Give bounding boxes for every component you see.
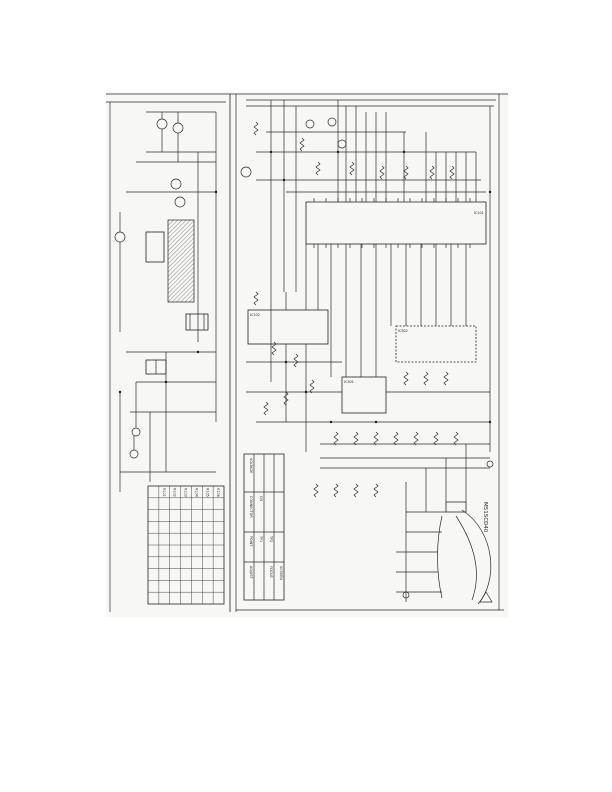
junction-dot xyxy=(118,390,122,394)
resistor-symbol xyxy=(353,431,359,446)
resistor-symbol xyxy=(315,161,321,176)
hatched-block xyxy=(167,219,195,303)
junction-dot xyxy=(282,178,286,182)
parts-table: R101 R102 R103 R104 R105 R106 xyxy=(147,485,225,605)
resistor-symbol xyxy=(313,483,319,498)
resistor-symbol xyxy=(379,165,385,180)
junction-dot xyxy=(196,350,200,354)
vt-header-1: CONNECTOR xyxy=(249,496,253,518)
parts-table-header: R102 xyxy=(173,488,177,497)
ic-label-2: IC102 xyxy=(250,313,260,317)
vt-r1c2: TP1 xyxy=(259,535,263,542)
resistor-symbol xyxy=(373,431,379,446)
resistor-symbol xyxy=(309,379,315,394)
resistor-symbol xyxy=(283,391,289,406)
ic-left xyxy=(247,309,329,345)
junction-dot xyxy=(488,420,492,424)
parts-table-header: R106 xyxy=(216,488,220,497)
resistor-symbol xyxy=(433,431,439,446)
junction-dot xyxy=(488,190,492,194)
parts-table-header: R101 xyxy=(162,488,166,497)
resistor-symbol xyxy=(453,431,459,446)
parts-table-header: R105 xyxy=(205,488,209,497)
resistor-symbol xyxy=(253,291,259,306)
resistor-symbol xyxy=(423,371,429,386)
left-panel-circuit: R101 R102 R103 R104 R105 R106 xyxy=(114,111,225,605)
junction-dot xyxy=(402,150,406,154)
crt-socket: M51SCD40 xyxy=(396,444,493,605)
vt-r3c3: SCREEN xyxy=(279,566,283,580)
ic-label-4: IC302 xyxy=(398,329,408,333)
ic-label-3: IC301 xyxy=(344,380,354,384)
resistor-symbol xyxy=(373,483,379,498)
vt-header-4: VOLTAGE xyxy=(249,458,253,473)
resistor-symbol xyxy=(429,165,435,180)
resistor-symbol xyxy=(299,137,305,152)
junction-dot xyxy=(164,380,168,384)
junction-dot xyxy=(374,420,378,424)
parts-table-header: R103 xyxy=(184,488,188,497)
resistor-symbol xyxy=(333,431,339,446)
resistor-symbol xyxy=(333,483,339,498)
resistor-symbol xyxy=(353,483,359,498)
ic-right xyxy=(395,325,477,363)
vt-header-3: ADJUST xyxy=(249,566,253,580)
ic-middle xyxy=(341,376,387,414)
schematic-drawing: R101 R102 R103 R104 R105 R106 xyxy=(106,93,508,612)
resistor-symbol xyxy=(263,401,269,416)
resistor-symbol xyxy=(293,353,299,368)
crt-label: M51SCD40 xyxy=(482,502,488,533)
vt-r1c1: CN xyxy=(259,496,263,501)
voltage-table: CONNECTOR POINT ADJUST VOLTAGE CN TP1 TP… xyxy=(243,453,285,601)
resistor-symbol xyxy=(349,161,355,176)
resistor-symbol xyxy=(253,121,259,136)
resistor-symbol xyxy=(413,431,419,446)
schematic-scan: R101 R102 R103 R104 R105 R106 xyxy=(106,92,508,617)
resistor-symbol xyxy=(449,165,455,180)
resistor-symbol xyxy=(393,431,399,446)
vt-r2c3: FOCUS xyxy=(269,566,273,578)
junction-dot xyxy=(214,190,218,194)
vt-header-2: POINT xyxy=(249,536,253,547)
resistor-symbol xyxy=(271,341,277,356)
right-panel-circuit: IC101 IC102 IC301 IC302 xyxy=(118,99,496,605)
vt-r2c2: TP2 xyxy=(269,535,273,542)
ic-label-1: IC101 xyxy=(474,211,484,215)
junction-dot xyxy=(304,390,308,394)
parts-table-header: R104 xyxy=(194,488,198,497)
resistor-symbol xyxy=(443,371,449,386)
ic-main xyxy=(305,201,487,245)
resistor-symbol xyxy=(403,165,409,180)
junction-dot xyxy=(329,420,333,424)
junction-dot xyxy=(284,360,288,364)
junction-dot xyxy=(269,150,273,154)
resistor-symbol xyxy=(403,371,409,386)
junction-dot xyxy=(336,150,340,154)
